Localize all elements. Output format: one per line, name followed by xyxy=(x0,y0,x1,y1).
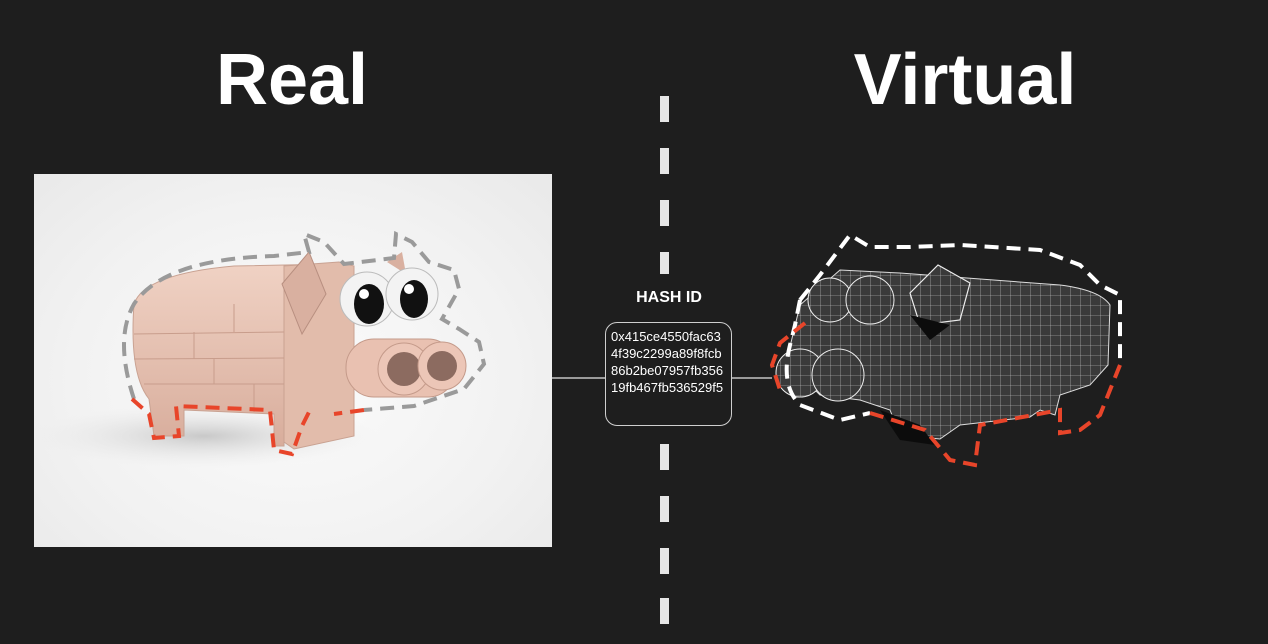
divider-dash xyxy=(660,148,669,174)
hash-id-value: 0x415ce4550fac634f39c2299a89f8fcb86b2be0… xyxy=(605,322,732,426)
divider-dash xyxy=(660,252,669,274)
divider-dash xyxy=(660,96,669,122)
connector-right xyxy=(732,377,772,379)
connector-left xyxy=(552,377,605,379)
divider-dash xyxy=(660,598,669,624)
virtual-heading: Virtual xyxy=(853,40,1077,120)
real-heading: Real xyxy=(215,40,369,120)
lego-pig-photo-icon xyxy=(34,230,487,468)
virtual-pig-model xyxy=(760,225,1140,475)
divider-dash xyxy=(660,496,669,522)
divider-dash xyxy=(660,548,669,574)
real-pig-photo xyxy=(34,174,552,547)
hash-id-label: HASH ID xyxy=(636,289,702,306)
divider-dash xyxy=(660,200,669,226)
divider-dash xyxy=(660,444,669,470)
lego-pig-wireframe-model-icon xyxy=(769,232,1122,468)
